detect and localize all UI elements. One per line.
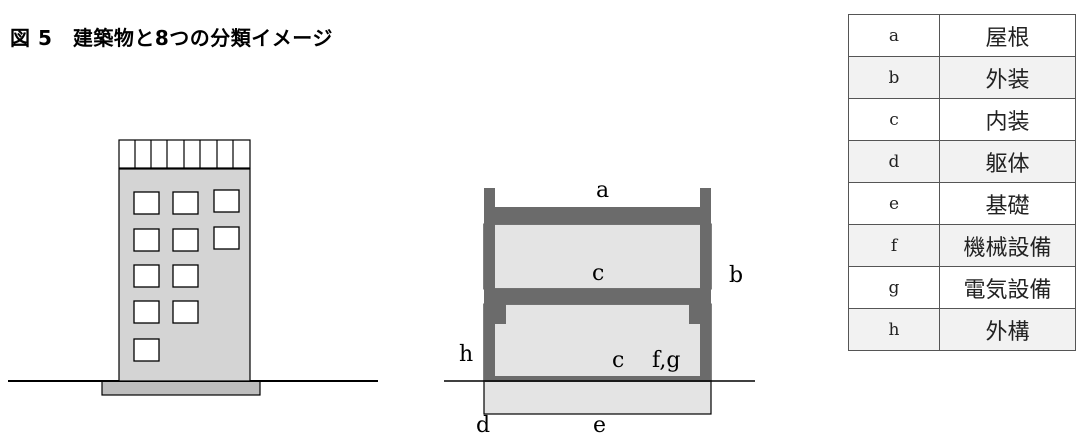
legend-value: 内装: [939, 98, 1076, 141]
legend-value: 外装: [939, 56, 1076, 99]
label-e: e: [593, 413, 606, 436]
legend-key: g: [848, 266, 940, 309]
legend-key: f: [848, 224, 940, 267]
label-a: a: [596, 178, 609, 203]
elevation-windows: [133, 189, 240, 362]
legend-key: d: [848, 140, 940, 183]
legend-value: 機械設備: [939, 224, 1076, 267]
legend-value: 屋根: [939, 14, 1076, 57]
legend-key: c: [848, 98, 940, 141]
label-fg: f,g: [652, 348, 680, 373]
section-structure: [484, 188, 711, 382]
label-b: b: [729, 263, 743, 288]
label-d: d: [476, 413, 490, 436]
label-c-upper: c: [592, 261, 604, 286]
label-c-lower: c: [612, 348, 624, 373]
section-foundation: [483, 380, 712, 415]
legend-value: 基礎: [939, 182, 1076, 225]
legend-key: h: [848, 308, 940, 351]
legend-value: 電気設備: [939, 266, 1076, 309]
elevation-railing-posts: [134, 140, 234, 168]
building-section: [444, 188, 755, 415]
building-elevation: [8, 139, 378, 396]
legend-key: a: [848, 14, 940, 57]
label-h: h: [459, 342, 473, 367]
legend-key: e: [848, 182, 940, 225]
section-upper-interior: [483, 223, 712, 290]
legend-value: 外構: [939, 308, 1076, 351]
elevation-foundation: [101, 380, 261, 396]
legend-key: b: [848, 56, 940, 99]
legend-value: 躯体: [939, 140, 1076, 183]
figure-title: 図 5 建築物と8つの分類イメージ: [10, 26, 333, 50]
